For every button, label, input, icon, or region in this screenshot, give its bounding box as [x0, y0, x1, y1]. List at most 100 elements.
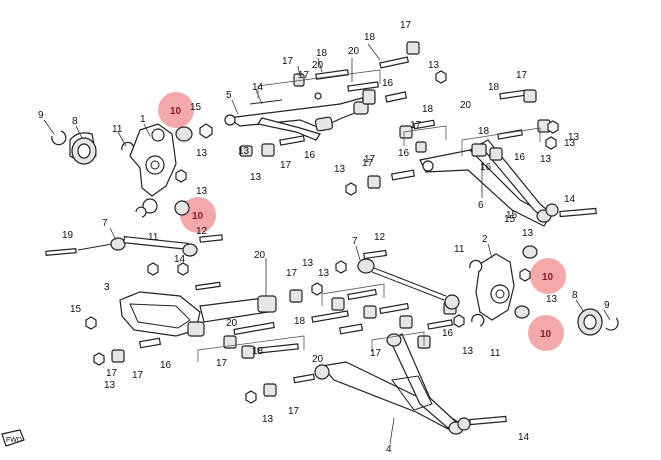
callout-labels: 9 8 11 1 10 15 5 14 17 18 20 18 17 13 16… — [38, 20, 610, 455]
callout-20: 20 — [226, 318, 238, 329]
callout-7: 7 — [352, 236, 358, 247]
bushing-10-top — [175, 126, 193, 142]
callout-18: 18 — [316, 48, 328, 59]
callout-13: 13 — [522, 228, 534, 239]
hardware-right-upper — [345, 89, 559, 196]
callout-8: 8 — [572, 290, 578, 301]
callout-18: 18 — [488, 82, 500, 93]
snap-ring-11-right — [469, 259, 483, 273]
callout-8: 8 — [72, 116, 78, 127]
tie-rod-left-7 — [77, 234, 223, 276]
upper-arm-5 — [224, 92, 369, 141]
callout-13: 13 — [302, 258, 314, 269]
knuckle-right — [453, 245, 619, 336]
callout-9: 9 — [38, 110, 44, 121]
callout-20: 20 — [348, 46, 360, 57]
callout-13: 13 — [546, 294, 558, 305]
callout-6: 6 — [478, 200, 484, 211]
leader-lines — [43, 43, 611, 445]
fwd-direction-tag: FWD — [1, 429, 25, 447]
highlight-circle-mid-right — [530, 258, 566, 294]
callout-13: 13 — [196, 148, 208, 159]
callout-5: 5 — [226, 90, 232, 101]
callout-17: 17 — [364, 154, 376, 165]
hardware-top-center — [239, 41, 447, 157]
callout-9: 9 — [604, 300, 610, 311]
callout-13: 13 — [568, 132, 580, 143]
callout-17: 17 — [400, 20, 412, 31]
callout-12: 12 — [196, 226, 208, 237]
callout-18: 18 — [252, 346, 264, 357]
snap-ring-11-lower — [135, 206, 147, 218]
hardware-mid — [45, 248, 457, 366]
callout-18: 18 — [478, 126, 490, 137]
callout-11: 11 — [490, 348, 501, 359]
trailing-arm-3 — [85, 291, 277, 337]
callout-14: 14 — [564, 194, 576, 205]
callout-13: 13 — [104, 380, 116, 391]
callout-14: 14 — [252, 82, 264, 93]
callout-13: 13 — [196, 186, 208, 197]
highlight-circle-top-left — [158, 92, 194, 128]
callout-17: 17 — [106, 368, 118, 379]
callout-11: 11 — [148, 232, 159, 243]
callout-19: 19 — [62, 230, 74, 241]
bushing-10-lower — [174, 200, 190, 216]
callout-16: 16 — [304, 150, 316, 161]
callout-11: 11 — [454, 244, 465, 255]
callout-13: 13 — [250, 172, 262, 183]
callout-11: 11 — [112, 124, 123, 135]
callout-3: 3 — [104, 282, 110, 293]
callout-17: 17 — [282, 56, 294, 67]
callout-20: 20 — [254, 250, 266, 261]
callout-10-highlighted: 10 — [540, 329, 552, 340]
callout-13: 13 — [318, 268, 330, 279]
callout-16: 16 — [398, 148, 410, 159]
callout-17: 17 — [132, 370, 144, 381]
callout-16: 16 — [160, 360, 172, 371]
callout-17: 17 — [280, 160, 292, 171]
callout-15: 15 — [506, 210, 518, 221]
callout-16: 16 — [480, 162, 492, 173]
svg-text:FWD: FWD — [6, 437, 22, 444]
callout-18: 18 — [294, 316, 306, 327]
lower-arm-4 — [245, 319, 507, 435]
knuckle-left — [51, 123, 213, 218]
callout-17: 17 — [286, 268, 298, 279]
callout-13: 13 — [262, 414, 274, 425]
callout-20: 20 — [460, 100, 472, 111]
callout-17: 17 — [362, 158, 374, 169]
callout-7: 7 — [102, 218, 108, 229]
callout-13: 13 — [540, 154, 552, 165]
nut-15-left — [199, 123, 213, 139]
callout-13: 13 — [564, 138, 576, 149]
highlight-circle-low-right — [528, 315, 564, 351]
callout-12: 12 — [374, 232, 386, 243]
callout-13: 13 — [238, 146, 250, 157]
callout-18: 18 — [422, 104, 434, 115]
callout-20: 20 — [312, 354, 324, 365]
callout-17: 17 — [288, 406, 300, 417]
callout-13: 13 — [428, 60, 440, 71]
callout-2: 2 — [482, 234, 488, 245]
callout-13: 13 — [462, 346, 474, 357]
group-brackets — [197, 69, 541, 362]
callout-15: 15 — [504, 214, 516, 225]
callout-15: 15 — [190, 102, 202, 113]
callout-10-highlighted: 10 — [542, 272, 554, 283]
callout-1: 1 — [140, 114, 146, 125]
callout-10-highlighted: 10 — [170, 106, 182, 117]
callout-10-highlighted: 10 — [192, 211, 204, 222]
callout-13: 13 — [334, 164, 346, 175]
callout-18: 18 — [364, 32, 376, 43]
callout-16: 16 — [514, 152, 526, 163]
snap-ring-9-left — [51, 130, 67, 146]
callout-4: 4 — [386, 444, 392, 455]
tie-rod-right-7 — [335, 249, 460, 310]
callout-17: 17 — [298, 70, 310, 81]
callout-14: 14 — [174, 254, 186, 265]
callout-17: 17 — [516, 70, 528, 81]
callout-14: 14 — [518, 432, 530, 443]
